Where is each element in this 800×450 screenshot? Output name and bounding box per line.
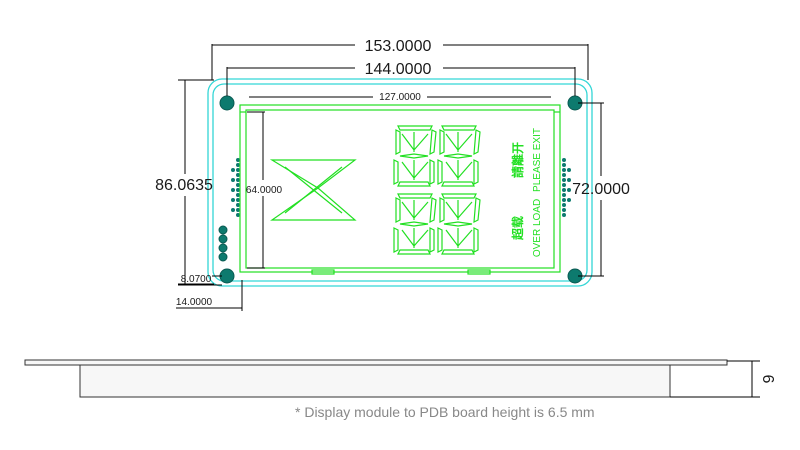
svg-text:6: 6 (759, 375, 776, 384)
side-view: 6 (24, 359, 776, 398)
overload-label-en: OVER LOAD (532, 199, 543, 257)
side-view-pcb (24, 359, 728, 366)
dim-display-height: 64.0000 (246, 111, 283, 269)
dim-hole-offset-y: 8.0700 (178, 274, 222, 286)
display-viewing-area (245, 109, 555, 269)
segment-digits-bottom (393, 193, 481, 255)
dim-overall-width-label: 153.0000 (365, 38, 432, 55)
footnote: * Display module to PDB board height is … (295, 404, 595, 420)
display-outline (239, 104, 561, 273)
dim-hole-spacing-width-label: 144.0000 (365, 61, 432, 78)
svg-text:PLEASE EXIT: PLEASE EXIT (532, 128, 543, 192)
connector-pins-right (562, 158, 571, 217)
board-outline-inner (212, 83, 588, 282)
svg-text:請離开: 請離开 (510, 142, 525, 178)
dim-display-height-label: 64.0000 (246, 185, 283, 196)
x-arrows-icon (269, 159, 357, 221)
dim-overall-width: 153.0000 (211, 38, 589, 80)
side-view-display-module (79, 364, 671, 398)
svg-text:超载: 超载 (510, 216, 525, 241)
dim-hole-spacing-height: 72.0000 (572, 102, 630, 277)
lcd-display: 請離开 PLEASE EXIT 超载 OVER LOAD (239, 104, 561, 275)
dim-hole-spacing-width: 144.0000 (226, 61, 576, 96)
mounting-hole-bottom-left (219, 268, 235, 284)
overload-label-cn: 超载 (510, 216, 525, 241)
dim-side-thickness-label: 6 (759, 375, 776, 384)
please-exit-label-en: PLEASE EXIT (532, 128, 543, 192)
segment-digits-top (393, 125, 481, 187)
svg-text:OVER LOAD: OVER LOAD (532, 199, 543, 257)
dim-overall-height: 86.0635 (155, 79, 214, 285)
please-exit-label-cn: 請離开 (510, 142, 525, 178)
dim-hole-offset-x-label: 14.0000 (176, 297, 213, 308)
connector-pins-left (218, 158, 240, 262)
pcb-board (207, 78, 593, 287)
dim-hole-offset-x: 14.0000 (176, 280, 243, 311)
dim-hole-spacing-height-label: 72.0000 (572, 181, 630, 198)
mounting-hole-top-left (219, 95, 235, 111)
dim-hole-offset-y-label: 8.0700 (181, 274, 212, 285)
dim-overall-height-label: 86.0635 (155, 177, 213, 194)
dim-display-width: 127.0000 (249, 92, 551, 103)
dim-display-width-label: 127.0000 (379, 92, 421, 103)
board-outline (207, 78, 593, 287)
